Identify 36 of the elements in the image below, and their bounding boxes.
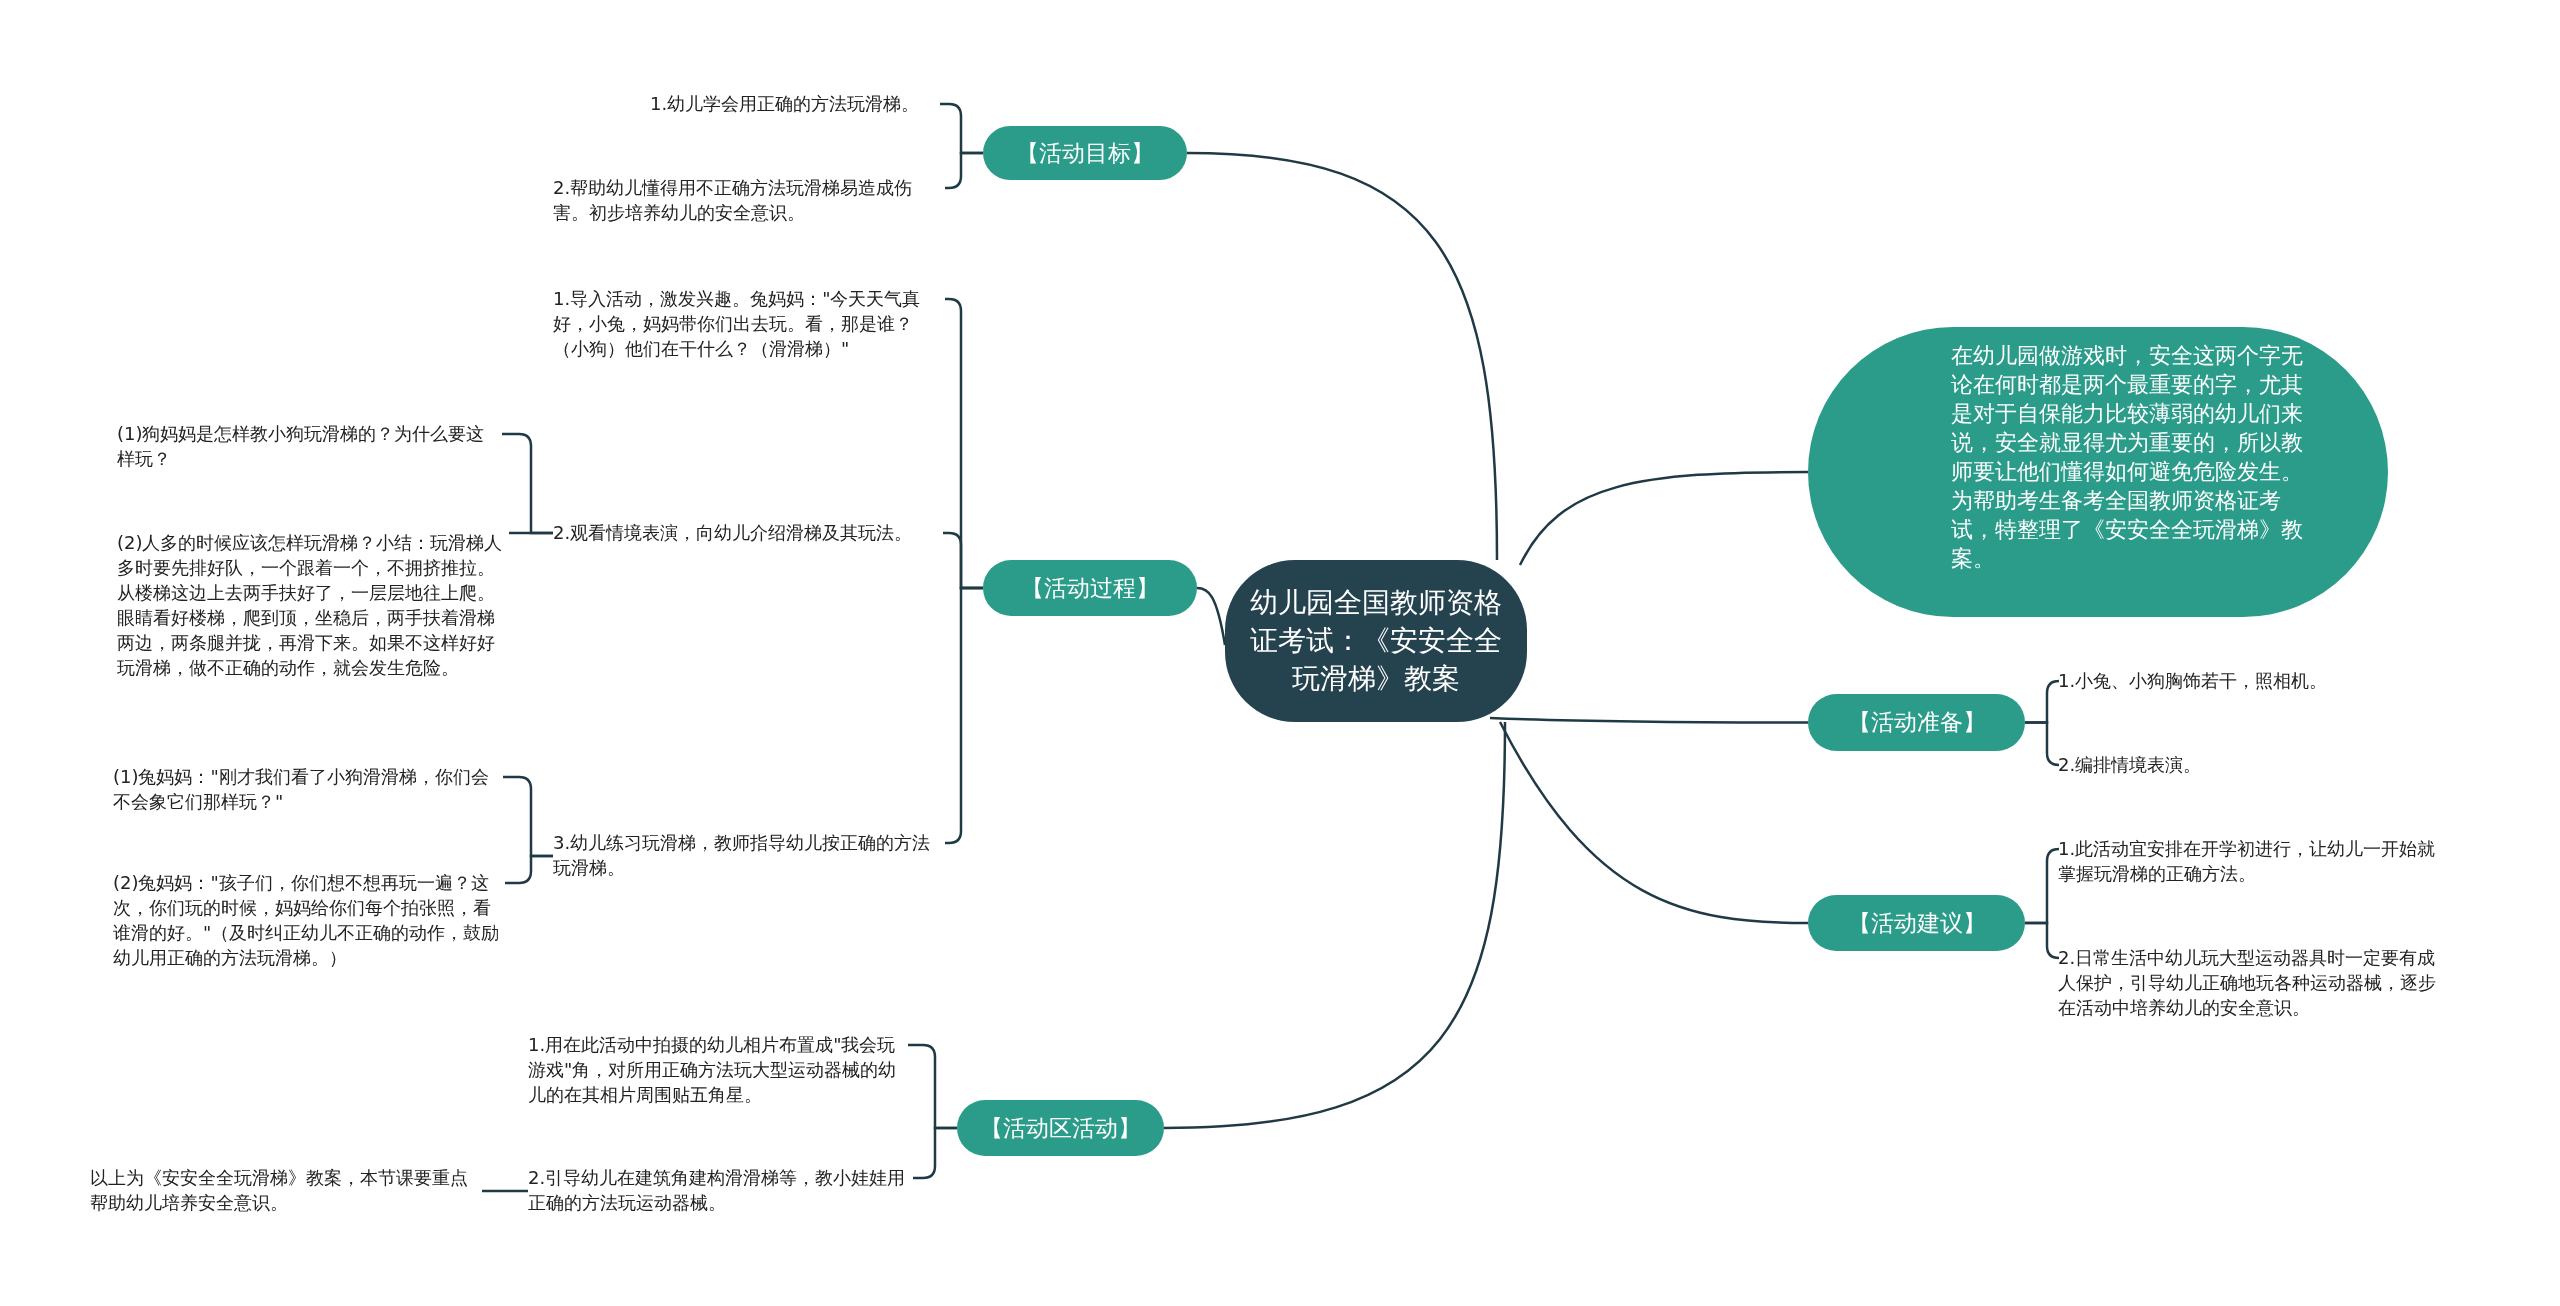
- connector-line: [1518, 470, 1808, 566]
- central-topic-box: 幼儿园全国教师资格证考试：《安安全全玩滑梯》教案: [1225, 560, 1527, 722]
- note-text: 2.编排情境表演。: [2058, 752, 2438, 777]
- note-text: 1.小兔、小狗胸饰若干，照相机。: [2058, 668, 2438, 693]
- topic-pill: 【活动准备】: [1808, 694, 2025, 751]
- note-text: 1.用在此活动中拍摄的幼儿相片布置成"我会玩游戏"角，对所用正确方法玩大型运动器械的幼儿的在其相片周围贴五角星。: [528, 1032, 908, 1107]
- topic-pill: 【活动目标】: [983, 126, 1187, 180]
- note-text: 2.引导幼儿在建筑角建构滑滑梯等，教小娃娃用正确的方法玩运动器械。: [528, 1165, 913, 1215]
- topic-pill: 【活动区活动】: [957, 1100, 1164, 1156]
- note-text: (2)人多的时候应该怎样玩滑梯？小结：玩滑梯人多时要先排好队，一个跟着一个，不拥挤推拉。从楼梯这边上去两手扶好了，一层层地往上爬。眼睛看好楼梯，爬到顶，坐稳后，两手扶着滑梯两边，两条腿并拢，再滑下来。如果不这样好好玩滑梯，做不正确的动作，就会发生危险。: [117, 530, 509, 680]
- note-text: 3.幼儿练习玩滑梯，教师指导幼儿按正确的方法玩滑梯。: [553, 830, 945, 880]
- connector-line: [2025, 921, 2061, 960]
- note-text: 以上为《安安全全玩滑梯》教案，本节课要重点帮助幼儿培养安全意识。: [90, 1165, 482, 1215]
- intro-bubble: 在幼儿园做游戏时，安全这两个字无论在何时都是两个最重要的字，尤其是对于自保能力比较薄弱的幼儿们来说，安全就显得尤为重要的，所以教师要让他们懂得如何避免危险发生。为帮助考生备考全国教师资格证考试，特整理了《安安全全玩滑梯》教案。: [1808, 327, 2388, 617]
- note-text: 2.观看情境表演，向幼儿介绍滑梯及其玩法。: [553, 520, 943, 545]
- connector-line: [1186, 151, 1499, 561]
- connector-line: [913, 1126, 957, 1180]
- note-text: 2.日常生活中幼儿玩大型运动器具时一定要有成人保护，引导幼儿正确地玩各种运动器械，逐步在活动中培养幼儿的安全意识。: [2058, 945, 2450, 1020]
- connector-line: [1163, 721, 1507, 1130]
- connector-line: [945, 151, 983, 190]
- connector-line: [1196, 586, 1227, 646]
- note-text: 1.此活动宜安排在开学初进行，让幼儿一开始就掌握玩滑梯的正确方法。: [2058, 836, 2450, 886]
- note-text: 1.导入活动，激发兴趣。兔妈妈："今天天气真好，小兔，妈妈带你们出去玩。看，那是谁？（小狗）他们在干什么？（滑滑梯）": [553, 286, 945, 361]
- connector-line: [1489, 716, 1808, 724]
- note-text: 1.幼儿学会用正确的方法玩滑梯。: [650, 91, 940, 116]
- topic-pill: 【活动过程】: [983, 560, 1197, 616]
- connector-line: [482, 1189, 528, 1193]
- note-text: (1)兔妈妈："刚才我们看了小狗滑滑梯，你们会不会象它们那样玩？": [113, 764, 503, 814]
- connector-line: [509, 531, 553, 535]
- topic-pill: 【活动建议】: [1808, 895, 2025, 951]
- note-text: 2.帮助幼儿懂得用不正确方法玩滑梯易造成伤害。初步培养幼儿的安全意识。: [553, 175, 945, 225]
- connector-line: [505, 854, 553, 885]
- connector-line: [1498, 721, 1809, 925]
- note-text: (2)兔妈妈："孩子们，你们想不想再玩一遍？这次，你们玩的时候，妈妈给你们每个拍张照，看谁滑的好。"（及时纠正幼儿不正确的动作，鼓励幼儿用正确的方法玩滑梯。）: [113, 870, 505, 970]
- note-text: (1)狗妈妈是怎样教小狗玩滑梯的？为什么要这样玩？: [117, 421, 502, 471]
- connector-line: [2025, 721, 2061, 767]
